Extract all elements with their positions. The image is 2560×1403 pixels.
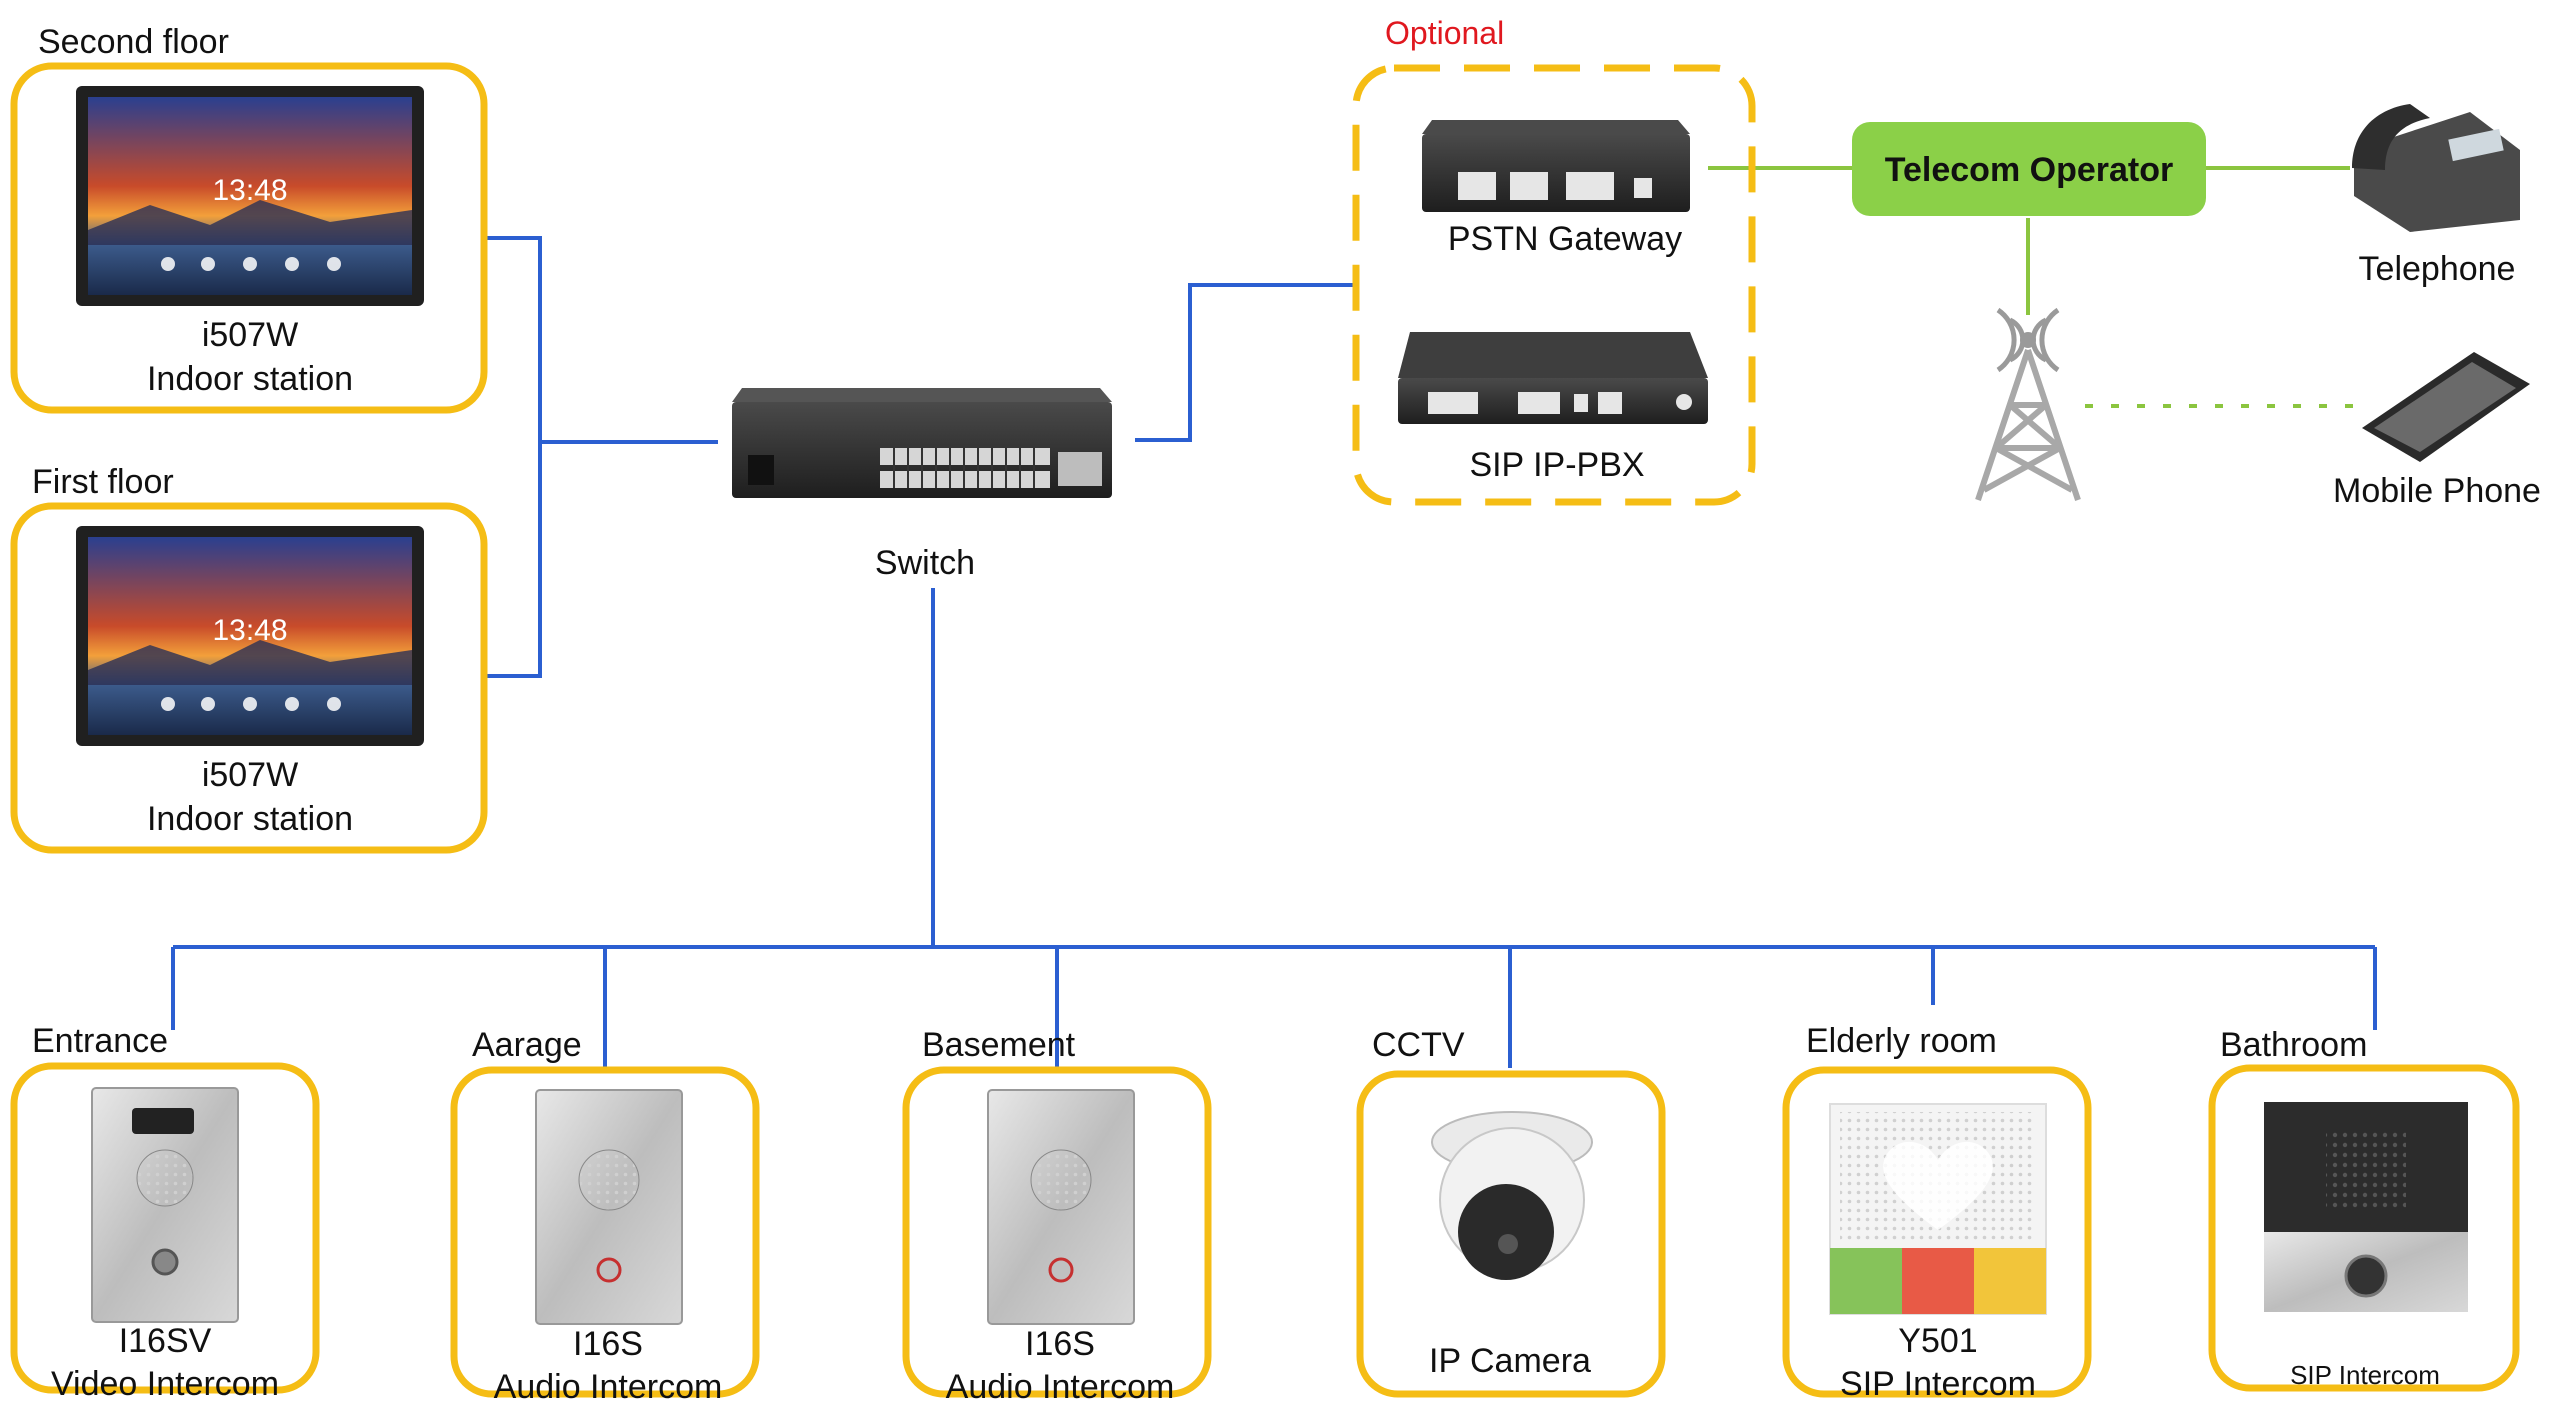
- speaker-grille: [1030, 1149, 1092, 1211]
- location-label: Elderly room: [1806, 1022, 1997, 1060]
- camera-lens-housing: [1458, 1184, 1554, 1280]
- optional-group: Optional PSTN Gateway SIP IP-PBX: [1352, 15, 1756, 506]
- gateway-ports: [1458, 172, 1652, 200]
- switch-sfp-ports: [1058, 452, 1102, 486]
- green-button: [1830, 1248, 1902, 1314]
- telecom-label: Telecom Operator: [1885, 151, 2173, 189]
- cell-tower: [1975, 307, 2081, 501]
- optional-label: Optional: [1385, 15, 1504, 51]
- red-button: [1902, 1248, 1974, 1314]
- pbx-label: SIP IP-PBX: [1469, 446, 1644, 484]
- link-switch-to-optional: [1135, 283, 1358, 442]
- location-label: Basement: [922, 1026, 1076, 1064]
- location-label: Entrance: [32, 1022, 168, 1060]
- telephone-handset: [2352, 104, 2430, 170]
- switch-top: [732, 388, 1112, 402]
- device-model: I16S: [1025, 1325, 1095, 1363]
- link-first-floor: [485, 442, 542, 678]
- location-label: Bathroom: [2220, 1026, 2367, 1064]
- pstn-gateway: PSTN Gateway: [1422, 120, 1690, 258]
- call-button: [1048, 1257, 1074, 1283]
- connection-lines: [171, 236, 2377, 1068]
- mobile-screen: [2374, 362, 2516, 452]
- device-model: i507W: [202, 316, 298, 354]
- mobile-label: Mobile Phone: [2333, 472, 2541, 510]
- screen-clock: 13:48: [212, 174, 287, 207]
- gateway-label: PSTN Gateway: [1448, 220, 1682, 258]
- yellow-button: [1974, 1248, 2046, 1314]
- device-entrance: Entrance I16SV Video Intercom: [10, 1022, 320, 1403]
- location-label: CCTV: [1372, 1026, 1465, 1064]
- call-button: [2344, 1254, 2388, 1298]
- device-desc: SIP Intercom: [1840, 1365, 2036, 1403]
- device-frame: [2208, 1064, 2520, 1392]
- telephone-label: Telephone: [2359, 250, 2516, 288]
- device-desc: Indoor station: [147, 800, 353, 838]
- call-button: [151, 1248, 179, 1276]
- mobile-phone: Mobile Phone: [2333, 352, 2541, 510]
- speaker-grille: [136, 1149, 194, 1207]
- telephone-display: [2448, 128, 2504, 162]
- device-cctv: CCTV IP Camera: [1356, 1026, 1666, 1398]
- location-label: First floor: [32, 463, 174, 501]
- device-model: i507W: [202, 756, 298, 794]
- device-model: I16SV: [119, 1322, 212, 1360]
- device-frame: [10, 502, 488, 854]
- tower-frame: [1975, 349, 2081, 501]
- device-aarage: Aarage I16S Audio Intercom: [450, 1026, 760, 1403]
- pbx-top: [1398, 332, 1708, 378]
- telephone: Telephone: [2352, 104, 2520, 288]
- switch-power-port: [748, 455, 774, 485]
- device-frame: [450, 1066, 760, 1398]
- heart-pattern: [1883, 1141, 1993, 1230]
- tower-antenna: [2020, 332, 2036, 348]
- device-frame: [1356, 1070, 1666, 1398]
- device-frame: [10, 62, 488, 414]
- pbx-ports: [1428, 392, 1692, 414]
- location-label: Aarage: [472, 1026, 582, 1064]
- device-frame: [1782, 1066, 2092, 1398]
- camera-window: [132, 1108, 194, 1134]
- sip-ip-pbx: SIP IP-PBX: [1398, 332, 1708, 484]
- device-bathroom: Bathroom SIP Intercom: [2208, 1026, 2520, 1392]
- telecom-box: [1852, 122, 2206, 216]
- mountain-graphic: [88, 200, 412, 245]
- device-frame: [902, 1066, 1212, 1398]
- device-desc: Audio Intercom: [946, 1368, 1175, 1403]
- screen-app-icons: [161, 697, 341, 711]
- mountain-graphic: [88, 640, 412, 685]
- device-model: I16S: [573, 1325, 643, 1363]
- device-desc: SIP Intercom: [2290, 1360, 2440, 1390]
- speaker-grille: [578, 1149, 640, 1211]
- device-desc: IP Camera: [1429, 1342, 1591, 1380]
- link-second-floor: [485, 236, 542, 442]
- network-switch: Switch: [732, 388, 1112, 582]
- device-elderly-room: Elderly room Y501 SIP Intercom: [1782, 1022, 2092, 1403]
- screen-clock: 13:48: [212, 614, 287, 647]
- gateway-top: [1422, 120, 1690, 134]
- optional-frame: [1352, 64, 1756, 506]
- switch-port-dividers: [893, 448, 1035, 488]
- telecom-lines: [1708, 166, 2355, 408]
- device-basement: Basement I16S Audio Intercom: [902, 1026, 1212, 1403]
- indoor-station-second-floor: Second floor 13:48 i507W Indoor station: [10, 23, 488, 414]
- telecom-operator: Telecom Operator: [1852, 122, 2206, 216]
- location-label: Second floor: [38, 23, 229, 61]
- indoor-station-first-floor: First floor 13:48 i507W Indoor station: [10, 463, 488, 854]
- device-desc: Video Intercom: [51, 1365, 279, 1403]
- device-desc: Audio Intercom: [494, 1368, 723, 1403]
- camera-lens: [1498, 1234, 1518, 1254]
- switch-label: Switch: [875, 544, 975, 582]
- device-frame: [10, 1062, 320, 1394]
- screen-app-icons: [161, 257, 341, 271]
- speaker-grille: [2326, 1128, 2406, 1212]
- device-desc: Indoor station: [147, 360, 353, 398]
- device-model: Y501: [1898, 1322, 1977, 1360]
- call-button: [596, 1257, 622, 1283]
